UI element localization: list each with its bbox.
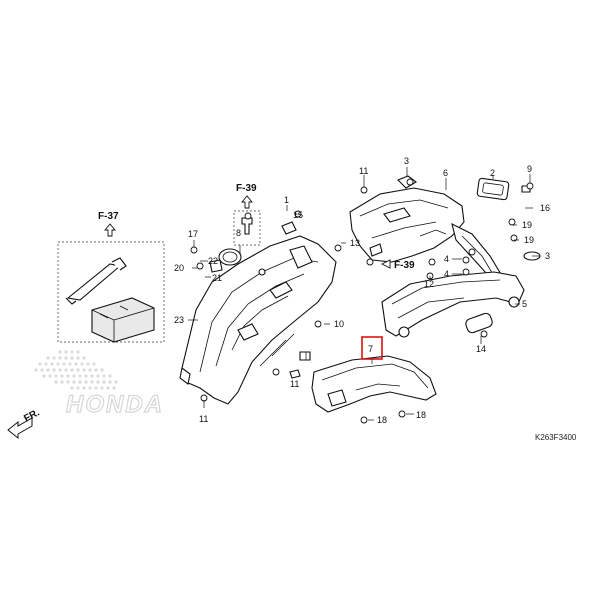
callout-16: 16 <box>540 203 550 213</box>
callout-12: 12 <box>424 279 434 289</box>
front-direction-arrow: FR. <box>7 407 42 440</box>
front-direction-label: FR. <box>22 407 42 424</box>
callout-11-mid: 11 <box>290 379 299 389</box>
callout-18-left: 18 <box>377 415 387 425</box>
callout-14: 14 <box>476 344 486 354</box>
callout-10: 10 <box>334 319 344 329</box>
callout-5: 5 <box>522 299 527 309</box>
callout-11-top: 11 <box>359 166 368 176</box>
callout-4-lower: 4 <box>444 269 449 279</box>
callout-23: 23 <box>174 315 184 325</box>
callout-13: 13 <box>350 238 360 248</box>
callout-6: 6 <box>443 168 448 178</box>
callout-2: 2 <box>490 168 495 178</box>
callout-7: 7 <box>368 344 373 354</box>
small-parts <box>209 221 311 379</box>
callout-3-top: 3 <box>404 156 409 166</box>
honda-wing-watermark: HONDA <box>34 350 164 419</box>
callout-17: 17 <box>188 229 198 239</box>
callout-7-highlight[interactable]: 7 <box>361 336 383 364</box>
callout-9: 9 <box>527 164 532 174</box>
rear-bracket <box>381 271 525 338</box>
callouts: 11 3 6 2 9 16 19 19 3 5 14 12 4 4 F-39 1… <box>174 156 550 425</box>
ref-f39-top-label: F-39 <box>236 183 257 194</box>
callout-20: 20 <box>174 263 184 273</box>
leader-lines <box>188 167 540 421</box>
ref-f39-top-group: F-39 <box>233 183 261 246</box>
callout-19-lower: 19 <box>524 235 534 245</box>
callout-18-right: 18 <box>416 410 426 420</box>
ref-f39-mid-label: F-39 <box>394 260 415 271</box>
callout-15: 15 <box>293 210 303 220</box>
callout-8: 8 <box>236 228 241 238</box>
diagram-code: K263F3400 <box>535 433 577 442</box>
callout-21: 21 <box>212 273 222 283</box>
callout-11-bottom: 11 <box>199 414 208 424</box>
callout-19-upper: 19 <box>522 220 532 230</box>
honda-brand-text: HONDA <box>66 391 164 418</box>
rear-fender-main <box>179 235 337 405</box>
callout-22: 22 <box>208 256 218 266</box>
battery-box-group: F-37 <box>57 211 165 343</box>
callout-4-upper: 4 <box>444 254 449 264</box>
inner-fender <box>311 355 437 413</box>
rear-seat-cowl <box>349 187 503 283</box>
callout-1: 1 <box>284 195 289 205</box>
callout-3-right: 3 <box>545 251 550 261</box>
ref-f37-label: F-37 <box>98 211 119 222</box>
